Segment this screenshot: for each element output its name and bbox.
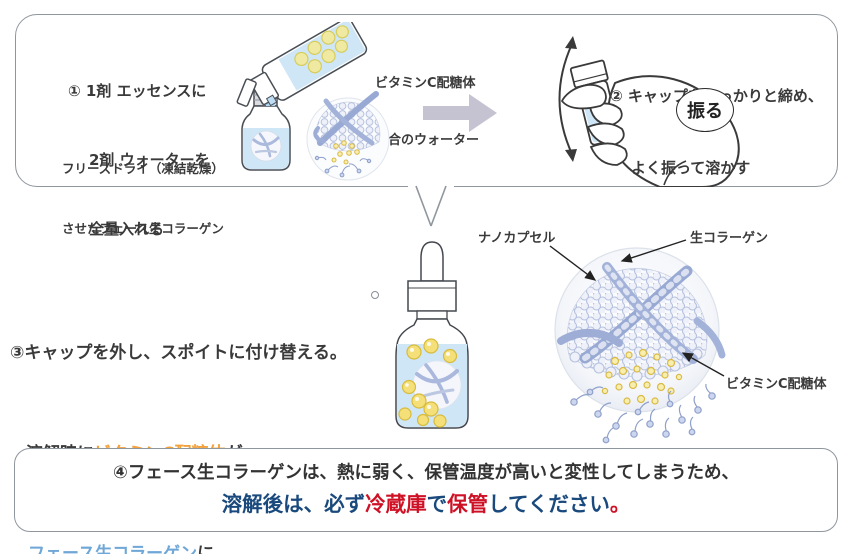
dropper-bottle-illustration: [395, 241, 469, 429]
vitamin-water-label: ビタミンC配糖体 配合のウォーター: [375, 76, 480, 148]
step4-panel: [14, 448, 838, 532]
step3-line1: ③キャップを外し、スポイトに付け替える。: [10, 343, 347, 363]
nano-capsule-illustration: [554, 247, 726, 444]
raw-collagen-label: 生コラーゲン: [690, 231, 769, 246]
nano-capsule-arrow: [549, 245, 597, 281]
step1-line3: 全量入れる: [89, 220, 165, 238]
step4-line2: 溶解後は、必ず冷蔵庫で保管してください。: [221, 492, 631, 516]
step3-line3: フェース生コラーゲンに: [28, 544, 215, 554]
step4-line1: ④フェース生コラーゲンは、熱に弱く、保管温度が高いと変性してしまうため、: [113, 463, 739, 483]
water-bottle-tilted: [236, 22, 368, 107]
step1-line1: ① 1剤 エッセンスに: [68, 82, 207, 100]
mini-capsule-illustration: [306, 91, 390, 181]
thumb: [560, 84, 607, 110]
step1-line2: 2剤 ウォーターを: [89, 151, 210, 169]
vitamin-c-label: ビタミンC配糖体: [726, 377, 827, 392]
bubble-decoration: [371, 291, 379, 299]
vitamin-arrow: [681, 352, 725, 377]
panel-pointer-tail: [408, 184, 454, 227]
flip-cap-lid: [236, 78, 257, 107]
pouring-bottles-illustration: [236, 22, 390, 181]
shake-arrows-icon: [558, 36, 577, 162]
collagen-ropes: [557, 262, 726, 364]
flow-arrow-icon: [423, 94, 497, 132]
nano-capsule-label: ナノカプセル: [478, 231, 556, 246]
freeze-dry-caption: フリーズドライ（凍結乾燥） させたフェース生コラーゲン: [62, 161, 224, 236]
step1-text: ① 1剤 エッセンスに 2剤 ウォーターを 全量入れる: [68, 34, 210, 287]
collagen-arrow: [620, 239, 687, 263]
shake-badge: 振る: [676, 88, 734, 132]
dropper-bulb: [420, 241, 444, 282]
vitamin-particles: [601, 348, 683, 405]
step2-line2: よく振って溶かす: [631, 159, 751, 177]
capsule-annotation-arrows: [549, 239, 725, 377]
step2-text: ② キャップをしっかりと締め、 よく振って溶かす: [610, 36, 823, 228]
vitamin-droplets: [398, 338, 458, 428]
nano-capsule-particles: [570, 383, 716, 444]
